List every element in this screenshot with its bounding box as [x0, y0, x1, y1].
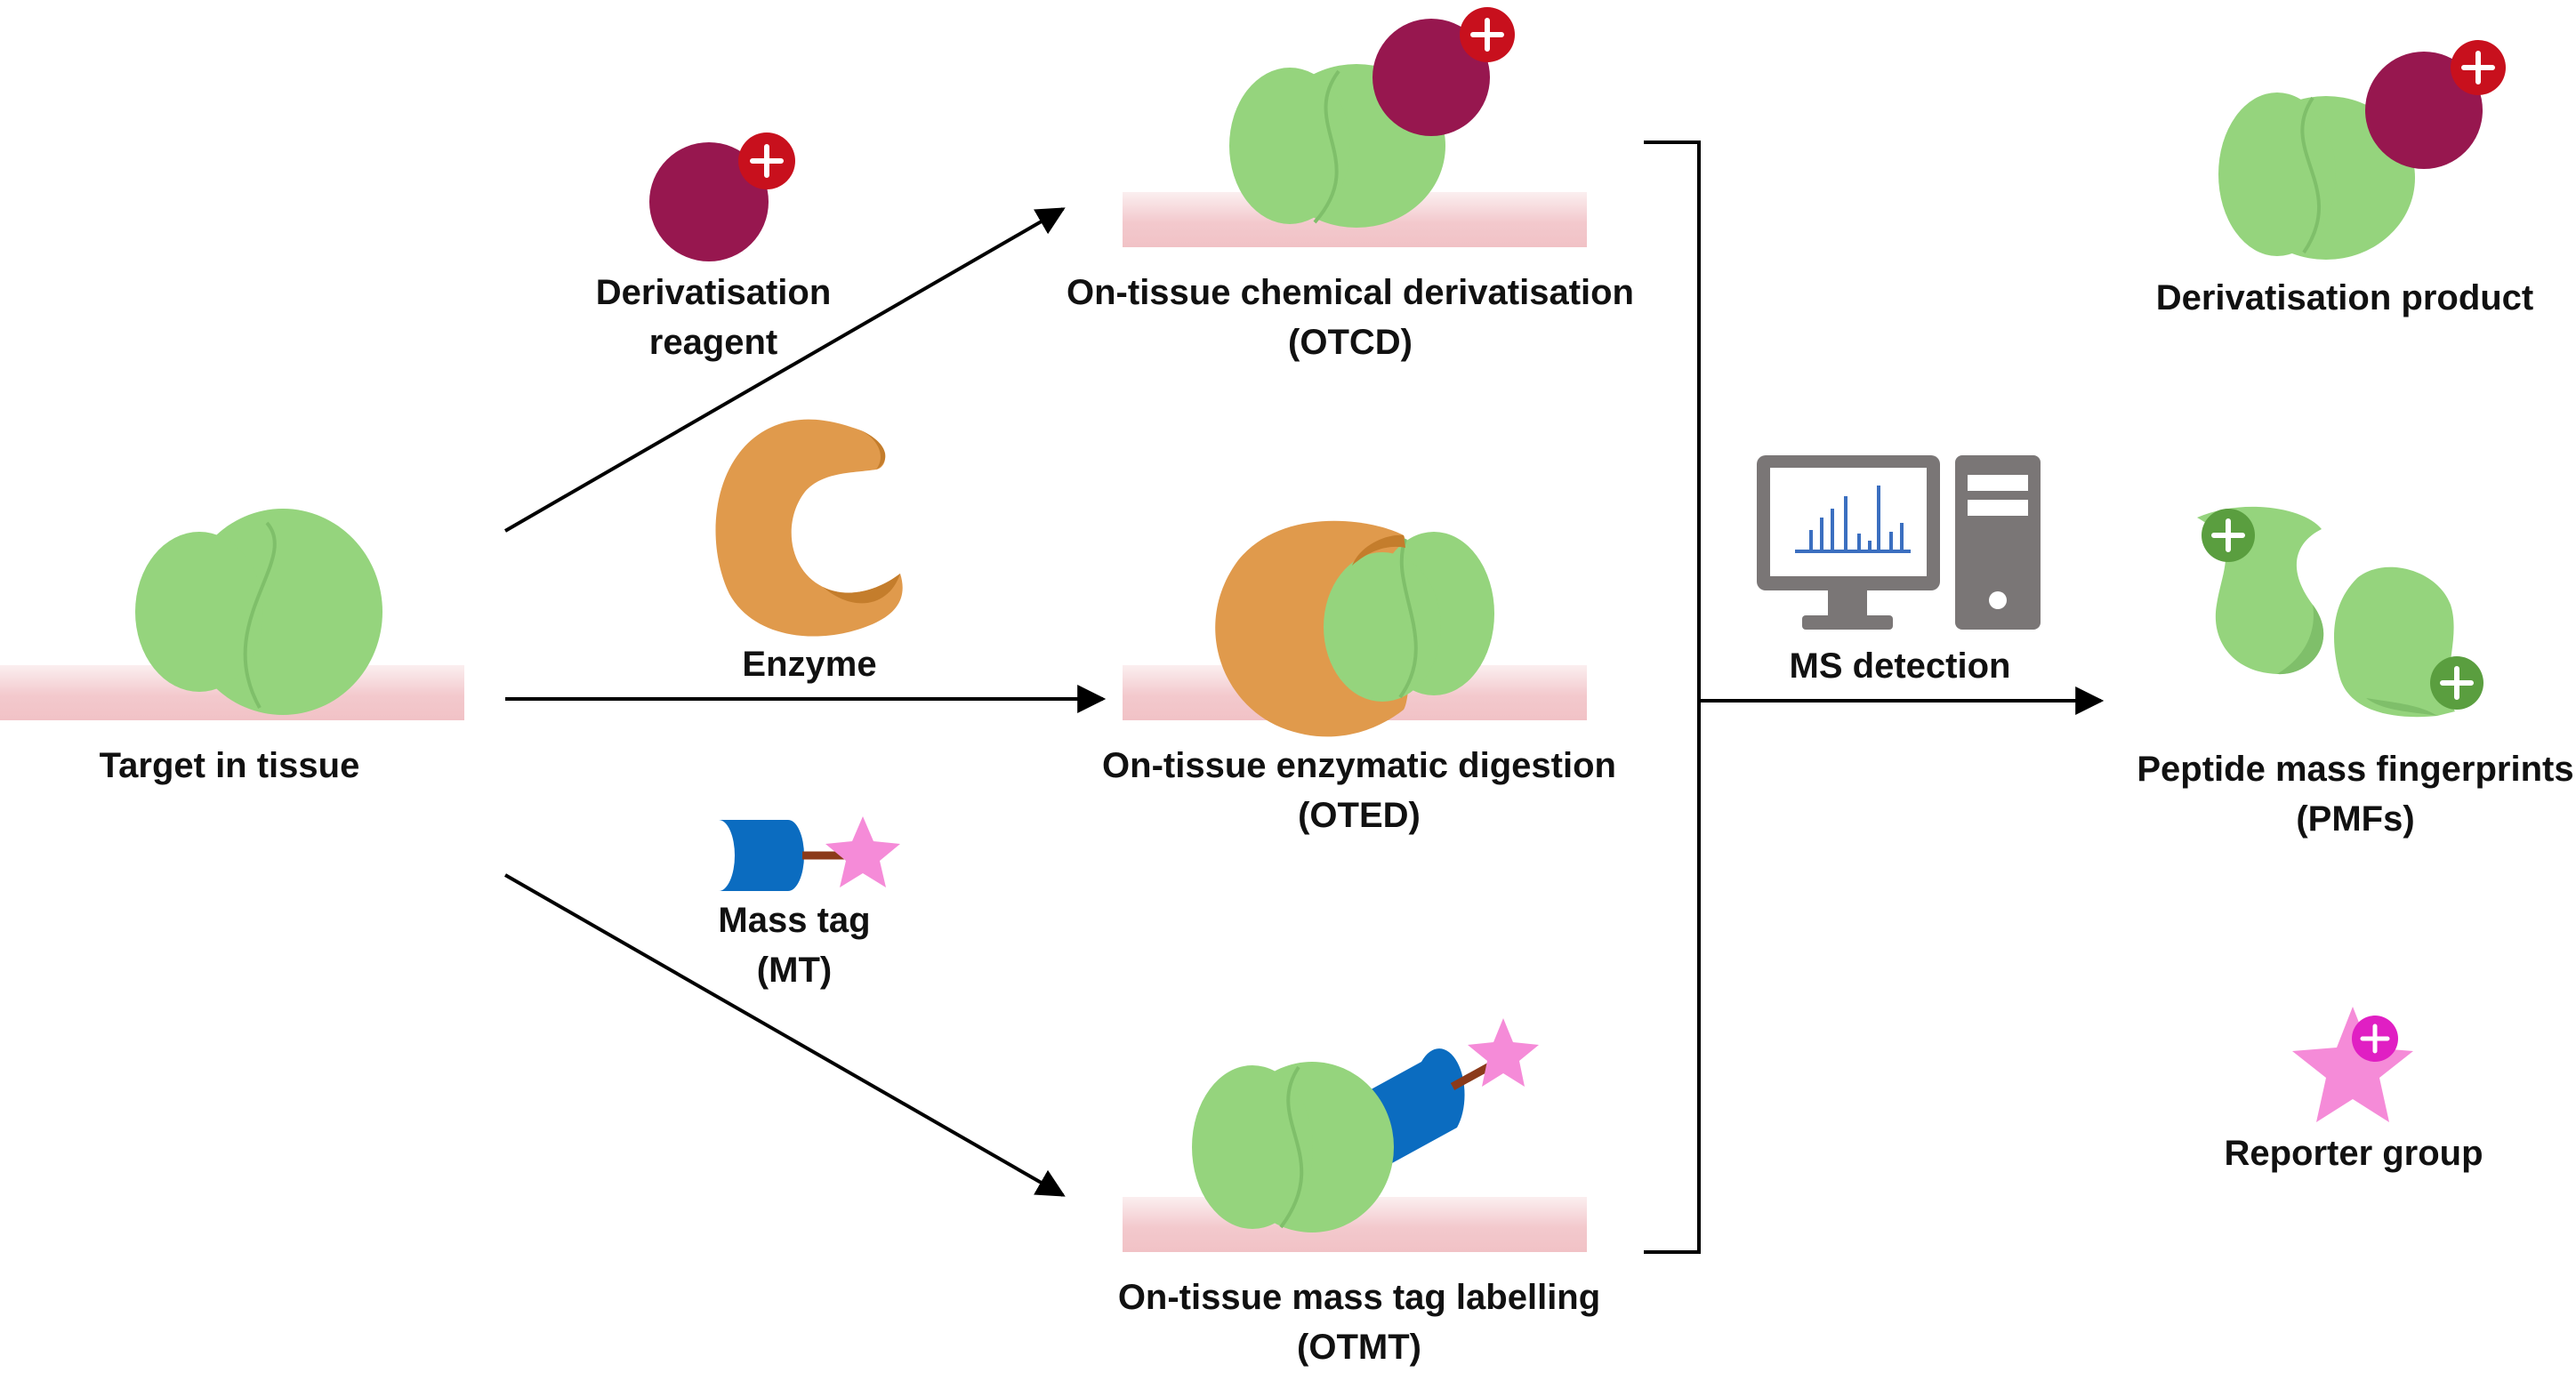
- label-otmt-2: (OTMT): [1297, 1328, 1421, 1367]
- label-enzyme: Enzyme: [742, 645, 876, 684]
- peptide-fragments-icon: [2197, 506, 2483, 718]
- reporter-group-icon: [2292, 1007, 2413, 1122]
- mass-tag-star: [825, 816, 900, 887]
- label-derivatisation-reagent-1: Derivatisation: [596, 273, 832, 312]
- label-mass-tag-1: Mass tag: [718, 901, 870, 940]
- otcd-protein-with-reagent: [1229, 7, 1515, 228]
- label-ms-detection: MS detection: [1790, 646, 2011, 686]
- label-pmfs-2: (PMFs): [2296, 799, 2414, 839]
- label-target-in-tissue: Target in tissue: [100, 746, 360, 785]
- computer-icon: [1757, 455, 2041, 630]
- label-oted-2: (OTED): [1298, 796, 1421, 835]
- label-reporter-group: Reporter group: [2224, 1134, 2483, 1173]
- oted-enzyme-with-protein: [1215, 520, 1494, 737]
- otmt-protein-with-mass-tag: [1192, 1018, 1539, 1232]
- mass-tag-icon: [719, 816, 900, 891]
- label-otmt-1: On-tissue mass tag labelling: [1118, 1278, 1600, 1317]
- derivatisation-product-icon: [2218, 40, 2506, 260]
- label-derivatisation-product: Derivatisation product: [2156, 278, 2534, 317]
- arrow-to-otcd: [503, 207, 1066, 533]
- label-pmfs-1: Peptide mass fingerprints: [2137, 750, 2573, 789]
- derivatisation-reagent-icon: [649, 132, 795, 261]
- arrow-to-otmt: [504, 873, 1066, 1197]
- target-protein: [135, 509, 382, 715]
- enzyme-icon: [715, 419, 903, 637]
- label-otcd-2: (OTCD): [1288, 323, 1413, 362]
- mass-spectrum-chart: [1795, 486, 1911, 553]
- label-otcd-1: On-tissue chemical derivatisation: [1067, 273, 1634, 312]
- label-oted-1: On-tissue enzymatic digestion: [1102, 746, 1616, 785]
- converging-bracket: [1644, 141, 1701, 1254]
- label-derivatisation-reagent-2: reagent: [649, 323, 778, 362]
- label-mass-tag-2: (MT): [757, 951, 832, 990]
